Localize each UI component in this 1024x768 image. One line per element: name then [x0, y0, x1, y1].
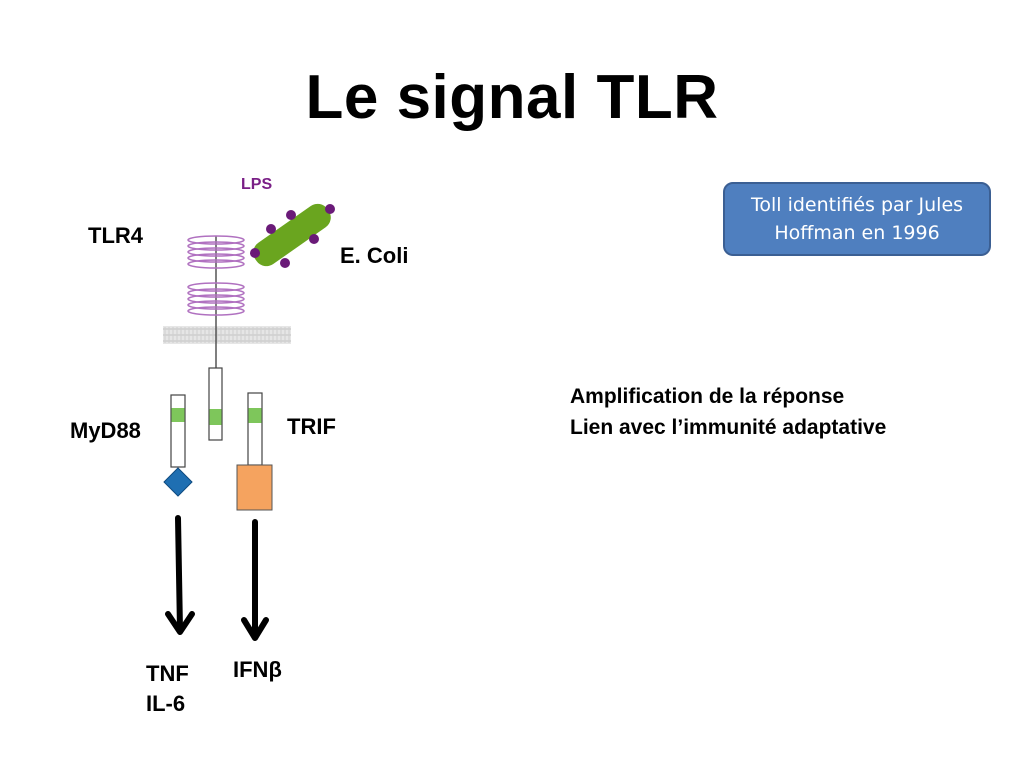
- trif-adaptor: [236, 392, 273, 511]
- ecoli-bacterium: [250, 203, 335, 268]
- il6-label: IL-6: [146, 691, 186, 716]
- signaling-effects: Amplification de la réponse Lien avec l’…: [570, 381, 886, 443]
- arrow-myd88-output: [165, 515, 195, 635]
- slide-title: Le signal TLR: [305, 63, 719, 132]
- lps-label: LPS: [241, 176, 273, 193]
- myd88-output-cytokines: TNF IL-6: [146, 659, 189, 719]
- trif-label: TRIF: [287, 414, 336, 439]
- tlr4-label: TLR4: [88, 223, 143, 248]
- arrow-trif-output: [241, 519, 269, 641]
- effect-adaptive-link: Lien avec l’immunité adaptative: [570, 416, 887, 439]
- cell-membrane: [163, 326, 291, 344]
- tlr4-ectodomain-upper: [187, 235, 245, 269]
- tlr4-tir-domain: [208, 367, 223, 441]
- tlr4-ectodomain-lower: [187, 282, 245, 316]
- history-note-line1: Toll identifiés par Jules: [750, 194, 964, 216]
- effect-amplification: Amplification de la réponse: [570, 385, 845, 408]
- ecoli-label: E. Coli: [340, 243, 409, 268]
- history-note-line2: Hoffman en 1996: [774, 222, 940, 244]
- history-note-box: Toll identifiés par Jules Hoffman en 199…: [723, 182, 991, 256]
- tnf-label: TNF: [146, 661, 189, 686]
- ifnb-label: IFNβ: [233, 657, 282, 682]
- myd88-adaptor: [163, 394, 193, 497]
- lps-dots: [250, 204, 335, 268]
- myd88-label: MyD88: [70, 418, 141, 443]
